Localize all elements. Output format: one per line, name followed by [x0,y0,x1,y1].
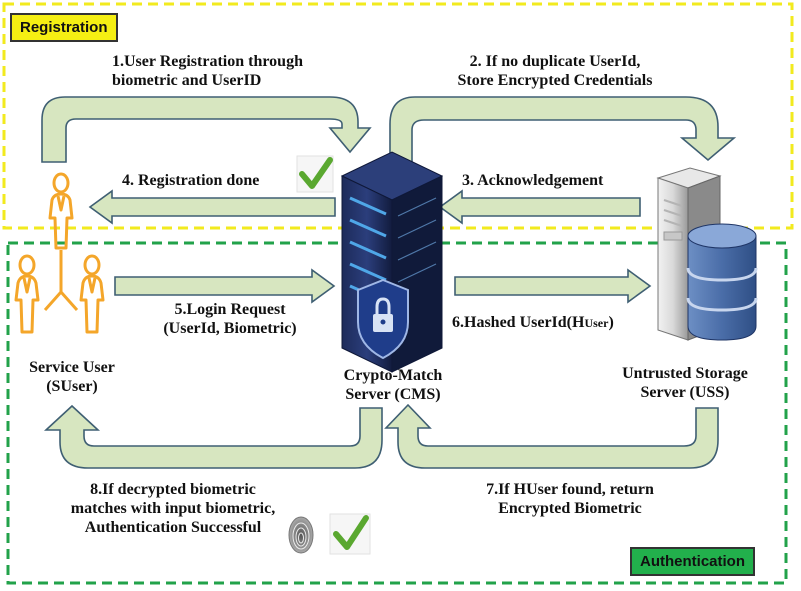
service-user-abbr: (SUser) [46,378,98,395]
arrow-step-6 [454,268,652,304]
person-icon [48,172,74,250]
arrow-step-2 [389,96,737,163]
checkmark-icon [296,155,334,193]
step-8-line-1: 8.If decrypted biometric [90,481,256,498]
arrow-step-1 [41,96,372,163]
step-3-label: 3. Acknowledgement [462,172,604,189]
person-icon [79,254,105,334]
step-8-label: 8.If decrypted biometric matches with in… [40,480,306,537]
arrow-step-8 [43,404,383,469]
group-connector [43,250,79,311]
arrow-step-4 [88,189,336,225]
step-2-label: 2. If no duplicate UserId, Store Encrypt… [420,52,690,90]
step-5-line-1: 5.Login Request [174,301,286,318]
fingerprint-icon [288,516,314,554]
authentication-section-label: Authentication [630,547,755,576]
step-4-label: 4. Registration done [122,172,260,189]
step-7-label: 7.If HUser found, return Encrypted Biome… [440,480,700,518]
step-1-line-2: biometric and UserID [112,72,262,89]
step-6-label: 6.Hashed UserId(HUser) [452,313,614,333]
step-6-main: 6.Hashed UserId(H [452,314,585,331]
shield-lock-icon [357,278,409,360]
step-2-line-1: 2. If no duplicate UserId, [469,53,641,70]
arrow-step-3 [438,189,641,225]
step-7-line-1: 7.If HUser found, return [486,481,654,498]
service-user-label: Service User (SUser) [12,358,132,396]
uss-label: Untrusted Storage Server (USS) [600,364,770,402]
uss-name: Untrusted Storage [622,365,748,382]
step-5-label: 5.Login Request (UserId, Biometric) [130,300,330,338]
registration-region [2,2,794,230]
step-5-line-2: (UserId, Biometric) [163,320,297,337]
step-6-close: ) [608,314,614,331]
cms-label: Crypto-Match Server (CMS) [318,366,468,404]
step-8-line-2: matches with input biometric, [70,500,276,517]
uss-abbr: Server (USS) [640,384,730,401]
step-2-line-2: Store Encrypted Credentials [457,72,653,89]
step-1-label: 1.User Registration through biometric an… [112,52,303,90]
service-user-name: Service User [29,359,115,376]
step-1-line-1: 1.User Registration through [112,53,303,70]
checkmark-icon [329,513,371,555]
database-icon [686,223,758,341]
registration-section-label: Registration [10,13,118,42]
step-8-line-3: Authentication Successful [84,519,262,536]
step-7-line-2: Encrypted Biometric [498,500,642,517]
person-icon [14,254,40,334]
cms-name: Crypto-Match [343,367,443,384]
arrow-step-7 [384,403,719,469]
step-6-subscript: User [584,316,609,330]
cms-abbr: Server (CMS) [345,386,441,403]
arrow-step-5 [114,268,336,304]
